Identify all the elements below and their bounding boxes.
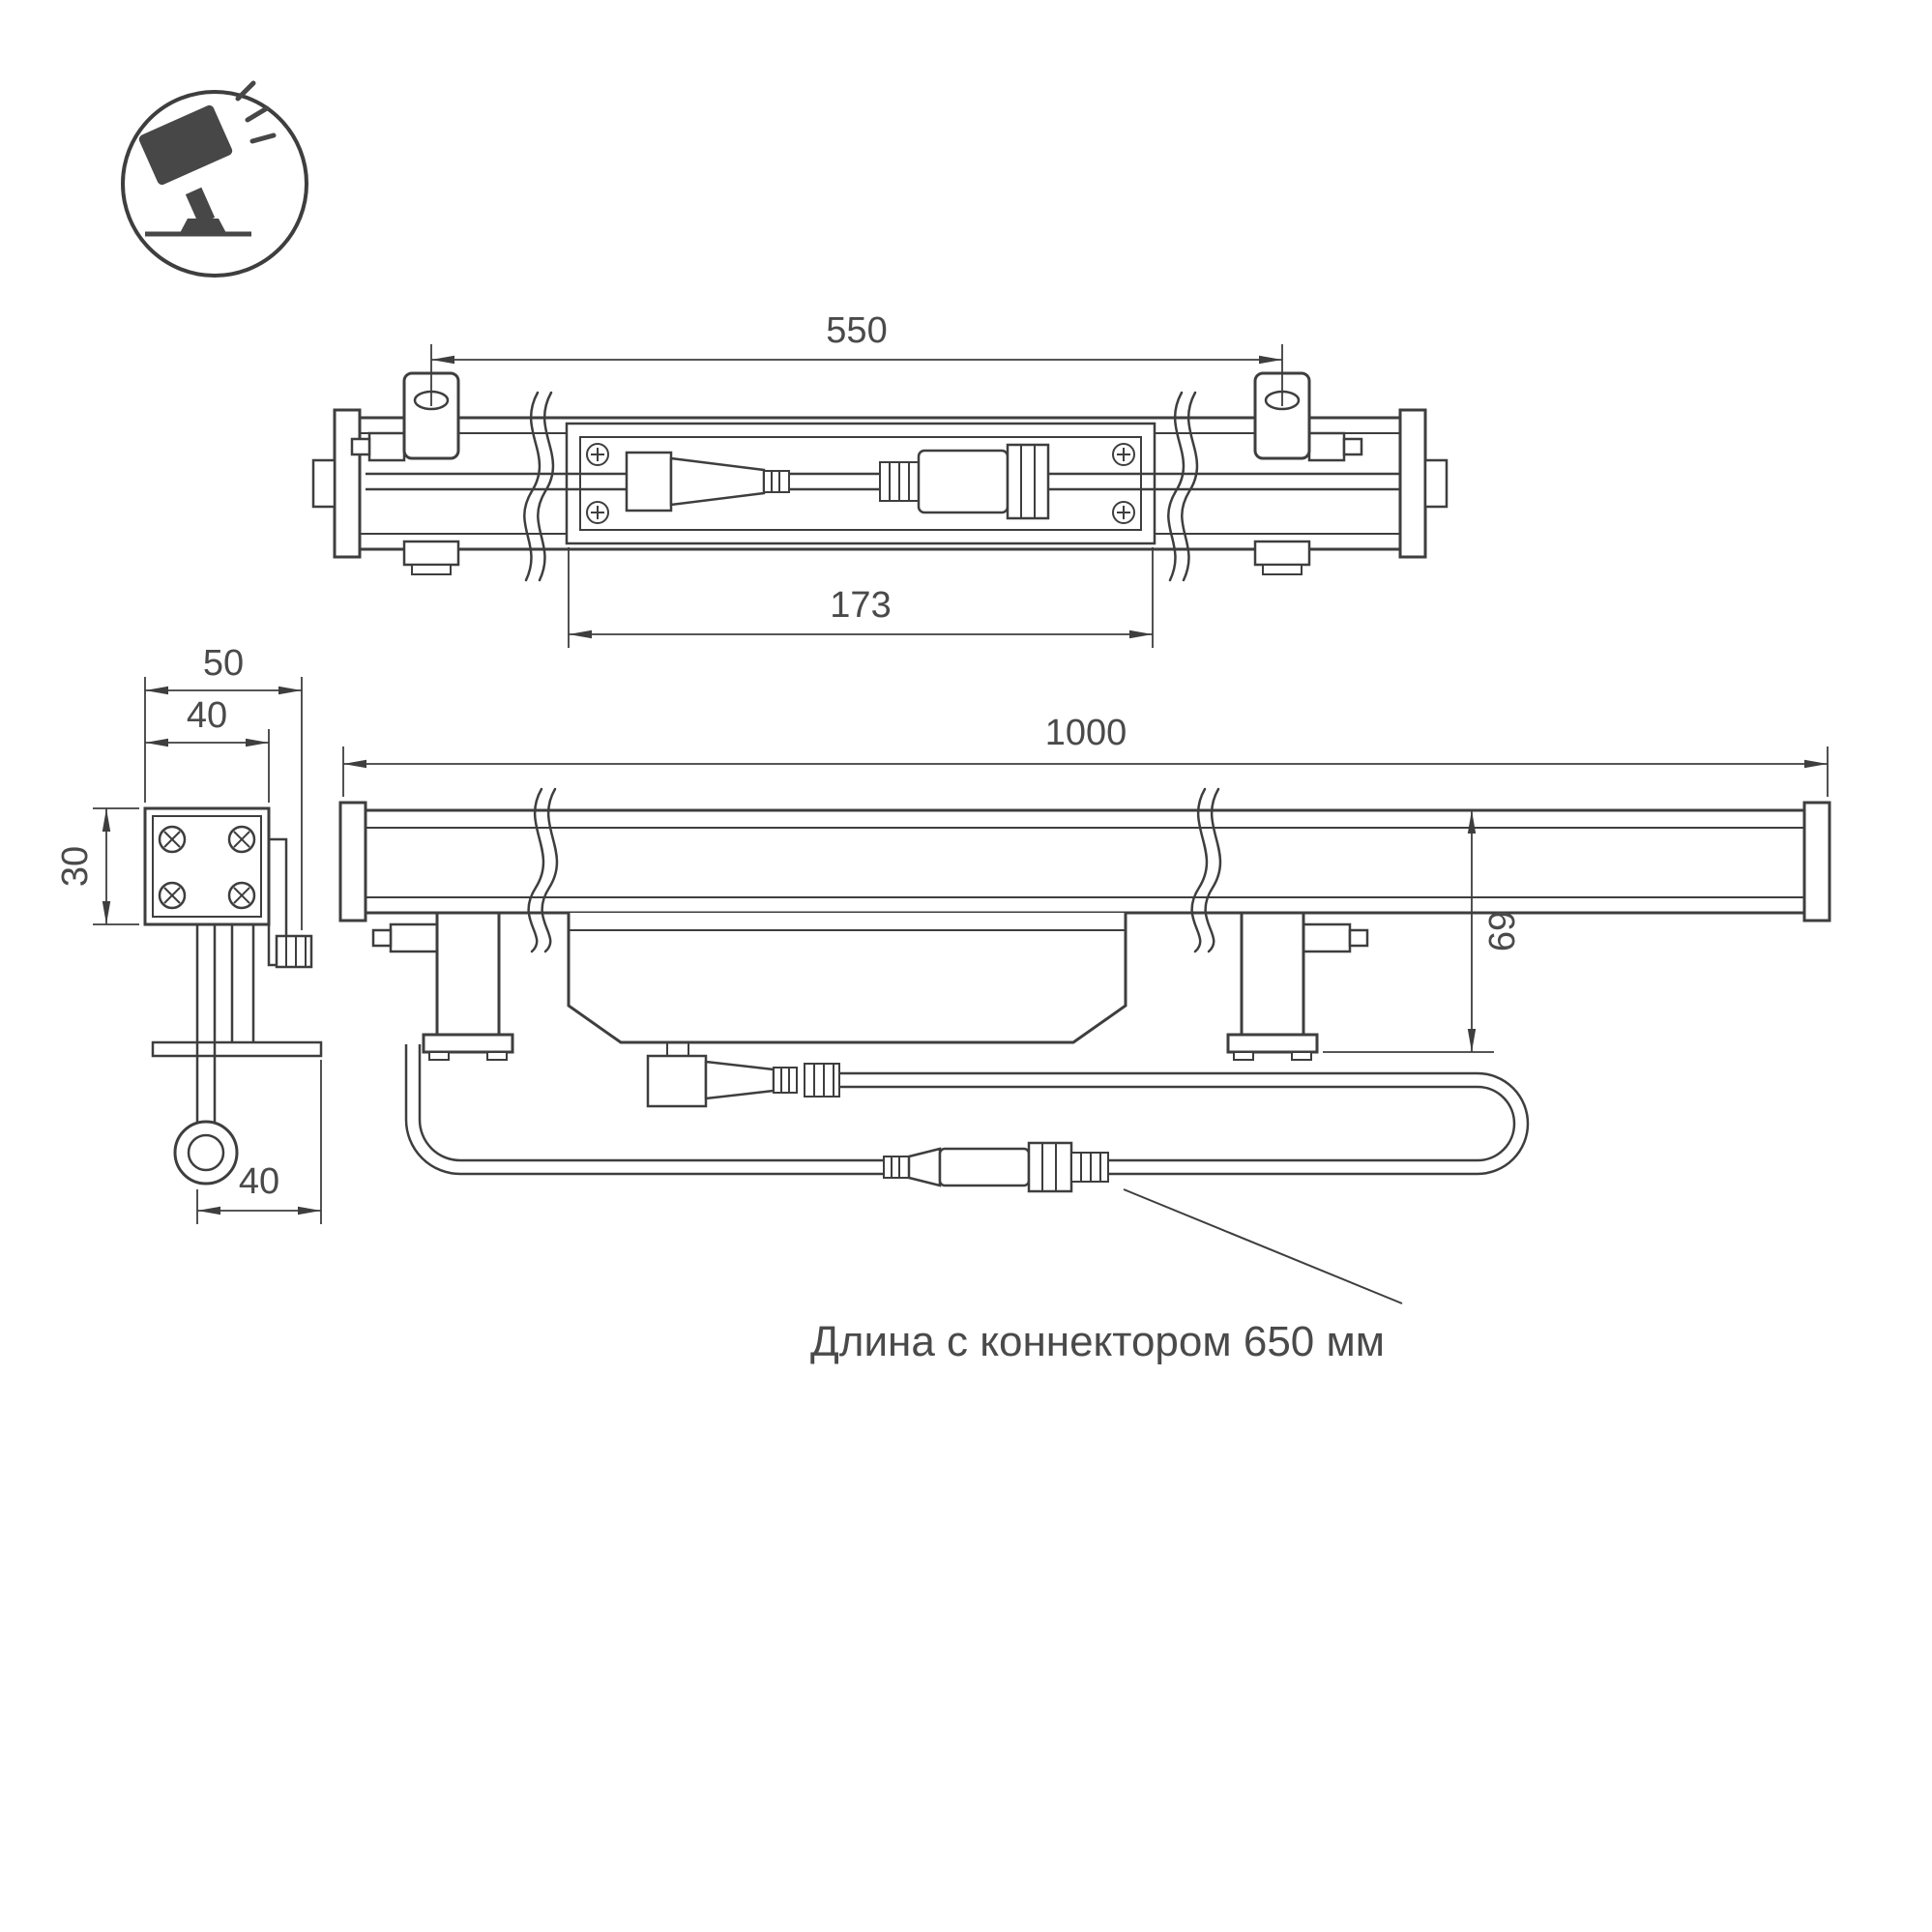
dim-label-550: 550: [826, 310, 887, 351]
dim-label-30: 30: [55, 846, 96, 887]
icon-base: [180, 219, 226, 233]
dimension-40-top: 40: [145, 695, 270, 803]
mounting-bracket-right-top: [1253, 371, 1363, 575]
dim-label-40-top: 40: [187, 695, 227, 736]
dimension-550: 550: [430, 310, 1283, 406]
break-lines-front: [527, 787, 1222, 953]
mounting-bracket-left-top: [350, 371, 460, 575]
driver-housing: [567, 913, 1127, 1044]
dimension-173: 173: [568, 547, 1154, 648]
leader-line: [1123, 1188, 1403, 1304]
dim-label-50: 50: [203, 643, 244, 684]
dim-label-40-bottom: 40: [239, 1161, 279, 1202]
panel-screws: [586, 443, 1135, 524]
front-view: 1000 69 Длина с коннектором 650 мм: [338, 713, 1831, 1365]
body-screws: [158, 825, 256, 910]
dim-label-173: 173: [830, 585, 891, 626]
connector-length-note: Длина с коннектором 650 мм: [810, 1318, 1385, 1365]
front-end-cap-right: [1802, 801, 1831, 922]
dimension-69: 69: [1323, 810, 1523, 1053]
dim-label-1000: 1000: [1045, 713, 1127, 753]
floodlight-icon: [121, 80, 308, 278]
dimension-40-bottom: 40: [196, 1060, 322, 1224]
end-cap-right: [1398, 408, 1427, 559]
dimension-30: 30: [55, 807, 139, 925]
dim-label-69: 69: [1482, 911, 1523, 951]
bracket-foot-side: [151, 1040, 323, 1058]
supply-cable: [404, 1044, 1530, 1176]
connector-pair-front: [646, 1042, 840, 1108]
break-lines-top: [523, 391, 1199, 582]
connector-pair-top: [625, 443, 1050, 520]
side-view: 50 40 30 40: [55, 643, 323, 1224]
end-cap-left: [333, 408, 362, 559]
end-connector: [883, 1141, 1109, 1193]
front-end-cap-left: [338, 801, 367, 922]
profile-body: [143, 806, 271, 926]
dimension-1000: 1000: [342, 713, 1829, 797]
mounting-bracket-left-front: [371, 911, 514, 1061]
top-view: 550 173: [311, 310, 1449, 648]
mounting-bracket-right-front: [1226, 911, 1369, 1061]
dimension-50: 50: [144, 643, 303, 930]
side-cable: [173, 924, 239, 1186]
